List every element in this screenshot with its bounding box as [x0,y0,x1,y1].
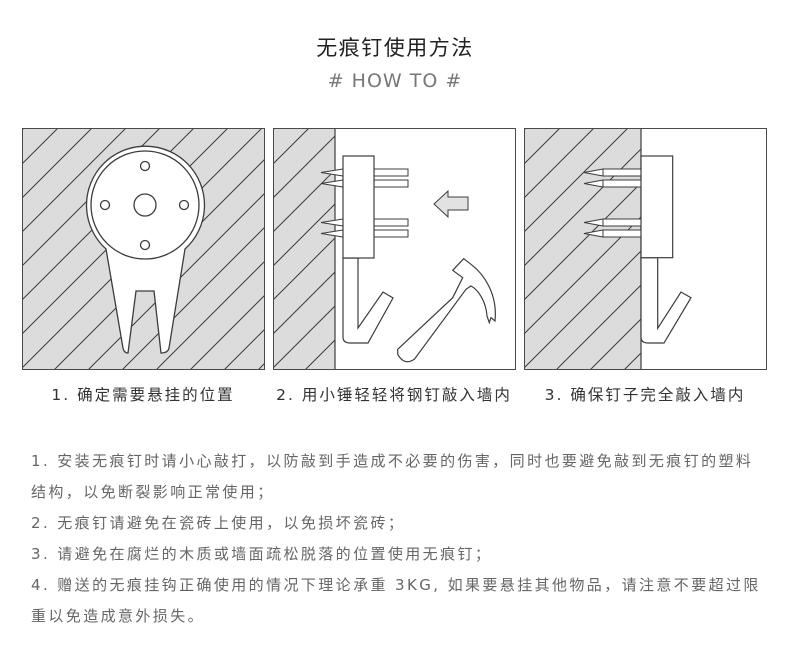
step-2-caption: 2. 用小锤轻轻将钢钉敲入墙内 [276,386,512,404]
wall-hatch-icon [525,129,641,369]
note-1-line-2: 结构，以免断裂影响正常使用； [31,483,275,501]
note-4-line-1: 4. 赠送的无痕挂钩正确使用的情况下理论承重 3KG, 如果要悬挂其他物品，请注… [31,576,761,594]
step-1-illustration [22,128,265,370]
hammer-icon [397,257,496,363]
step-3-illustration [524,128,767,370]
hook-side-icon [342,155,394,344]
page-title: 无痕钉使用方法 [316,36,474,60]
hook-plate-icon [85,145,206,354]
note-1-line-1: 1. 安装无痕钉时请小心敲打，以防敲到手造成不必要的伤害，同时也要避免敲到无痕钉… [31,452,754,470]
step-1-caption: 1. 确定需要悬挂的位置 [51,386,235,404]
hook-side-icon [640,155,692,344]
usage-notes: 1. 安装无痕钉时请小心敲打，以防敲到手造成不必要的伤害，同时也要避免敲到无痕钉… [31,446,771,632]
left-arrow-icon [433,189,469,219]
step-2-illustration [273,128,516,370]
page-subtitle: # HOW TO # [327,70,463,92]
wall-hatch-icon [274,129,335,369]
note-3-line-1: 3. 请避免在腐烂的木质或墙面疏松脱落的位置使用无痕钉； [31,545,493,563]
step-3-caption: 3. 确保钉子完全敲入墙内 [544,386,746,404]
note-4-line-2: 重以免造成意外损失。 [31,607,206,625]
nail-icon [320,168,409,238]
note-2-line-1: 2. 无痕钉请避免在瓷砖上使用，以免损坏瓷砖； [31,514,406,532]
